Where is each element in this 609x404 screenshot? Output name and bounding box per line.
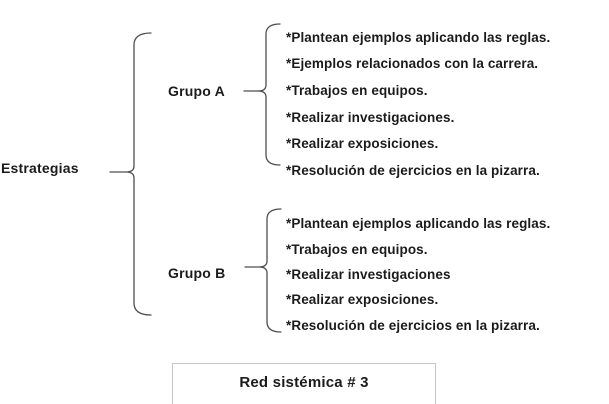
- list-item: *Ejemplos relacionados con la carrera.: [286, 56, 539, 72]
- list-item: *Realizar exposiciones.: [286, 136, 439, 152]
- list-item: *Realizar exposiciones.: [286, 292, 439, 308]
- grupo-a-curly-brace-icon: [243, 23, 281, 166]
- root-curly-brace-icon: [109, 32, 152, 316]
- root-label: Estrategias: [1, 160, 79, 176]
- list-item: *Trabajos en equipos.: [286, 241, 428, 257]
- list-item: *Resolución de ejercicios en la pizarra.: [286, 317, 540, 333]
- list-item: *Plantean ejemplos aplicando las reglas.: [286, 29, 551, 45]
- list-item: *Plantean ejemplos aplicando las reglas.: [286, 216, 551, 232]
- caption-text: Red sistémica # 3: [239, 374, 369, 391]
- grupo-b-curly-brace-icon: [244, 208, 282, 333]
- list-item: *Realizar investigaciones: [286, 266, 451, 282]
- list-item: *Resolución de ejercicios en la pizarra.: [286, 162, 540, 178]
- group-b-label: Grupo B: [168, 265, 226, 281]
- list-item: *Realizar investigaciones.: [286, 109, 455, 125]
- caption-box: Red sistémica # 3: [172, 363, 436, 404]
- group-a-item-list: *Plantean ejemplos aplicando las reglas.…: [286, 24, 550, 184]
- list-item: *Trabajos en equipos.: [286, 82, 428, 98]
- group-b-item-list: *Plantean ejemplos aplicando las reglas.…: [286, 211, 550, 338]
- group-a-label: Grupo A: [168, 83, 225, 99]
